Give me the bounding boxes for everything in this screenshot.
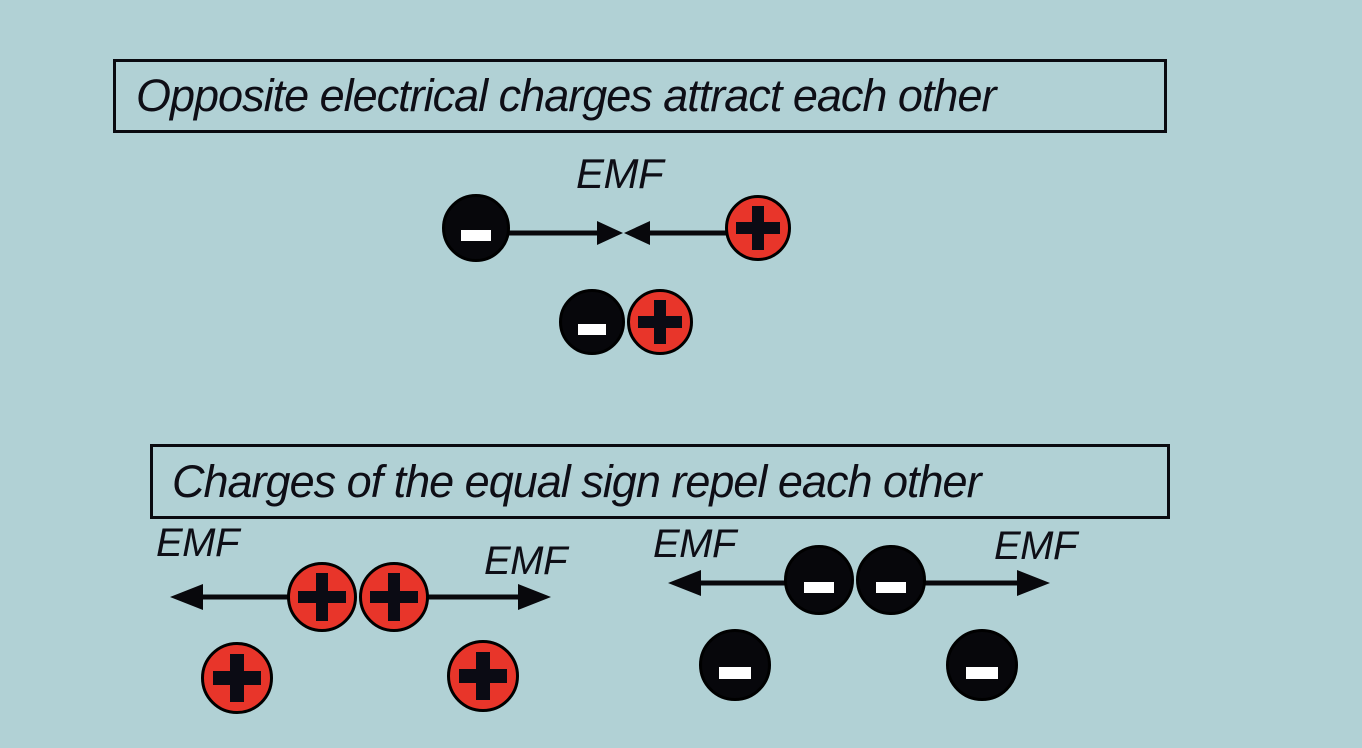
repel-title: Charges of the equal sign repel each oth… [172,455,982,507]
minus-sign [875,581,907,594]
negative-charge [559,289,625,355]
arrowhead-right-icon [518,584,551,610]
attraction-arrows [508,221,727,245]
plus-sign [654,299,666,345]
arrowhead-right-icon [597,221,623,245]
minus-sign [577,323,607,335]
repel-negative-arrows [668,570,1050,596]
emf-label-negative-right: EMF [994,524,1077,568]
minus-sign [803,581,835,594]
repel-title-box: Charges of the equal sign repel each oth… [150,444,1170,519]
negative-charge [856,545,926,615]
minus-sign [461,229,491,242]
repel-positive-arrows [170,584,551,610]
emf-label-positive-left: EMF [156,521,239,565]
positive-charge [287,562,357,632]
plus-sign [752,205,764,251]
negative-charge [442,194,510,262]
plus-sign [476,651,490,701]
emf-label-attract: EMF [576,150,664,197]
positive-charge [447,640,519,712]
attract-title: Opposite electrical charges attract each… [136,70,996,121]
emf-label-positive-right: EMF [484,539,567,583]
emf-label-negative-left: EMF [653,522,736,566]
positive-charge [725,195,791,261]
arrowhead-left-icon [170,584,203,610]
plus-sign [315,573,329,621]
negative-charge [784,545,854,615]
positive-charge [627,289,693,355]
positive-charge [359,562,429,632]
negative-charge [946,629,1018,701]
arrowhead-left-icon [624,221,650,245]
minus-sign [719,666,751,679]
negative-charge [699,629,771,701]
plus-sign [387,573,401,621]
positive-charge [201,642,273,714]
arrowhead-right-icon [1017,570,1050,596]
arrowhead-left-icon [668,570,701,596]
attract-title-box: Opposite electrical charges attract each… [113,59,1167,133]
minus-sign [966,666,998,679]
plus-sign [230,653,244,703]
